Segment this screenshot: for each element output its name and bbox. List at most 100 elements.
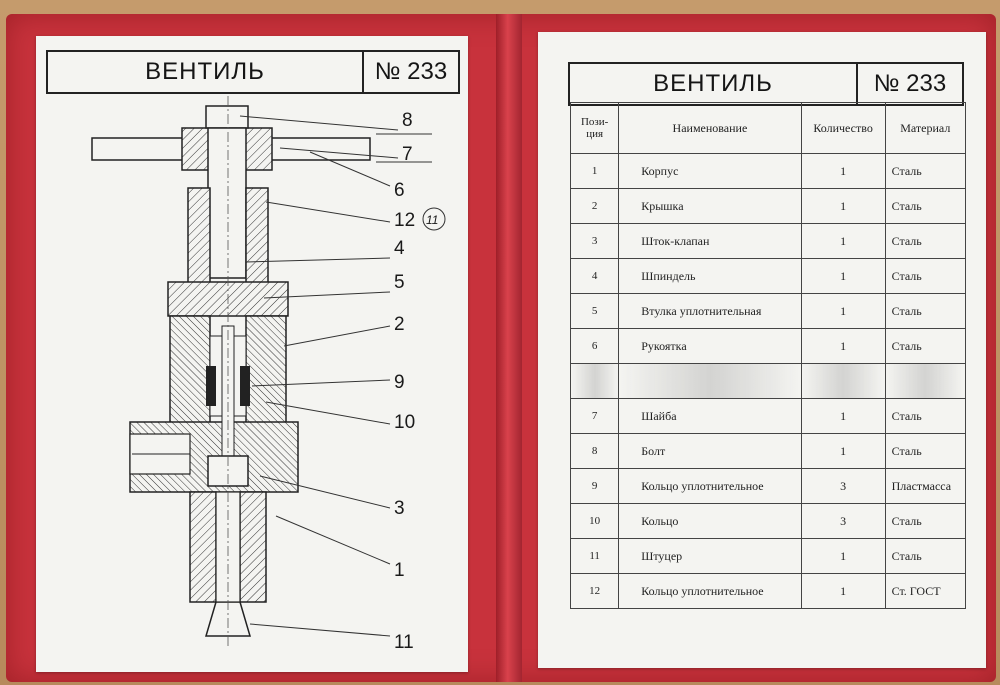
- callout-numbers: 8 7 6 12 11 4 5 2 9 10 3 1 11: [394, 110, 446, 653]
- cell-quantity: 1: [800, 398, 886, 434]
- cell-quantity: 3: [800, 503, 886, 539]
- cell-position: 3: [569, 223, 620, 259]
- cell-quantity: 3: [800, 468, 886, 504]
- cell-position: 8: [569, 433, 620, 469]
- cell-name: Рукоятка: [618, 328, 802, 364]
- cell-name: Болт: [618, 433, 802, 469]
- cell-material: Сталь: [884, 153, 967, 189]
- cell-position: 4: [569, 258, 620, 294]
- cell-material: Сталь: [884, 293, 967, 329]
- handwritten-circle: [422, 207, 446, 231]
- cell-name: Кольцо уплотнительное: [618, 573, 802, 609]
- header-name: Наименование: [618, 102, 802, 154]
- folder-spine: [496, 14, 522, 682]
- cell-name: Штуцер: [618, 538, 802, 574]
- cell-name: Крышка: [618, 188, 802, 224]
- cell-position: 6: [569, 328, 620, 364]
- cell-quantity: 1: [800, 328, 886, 364]
- cell-name: Втулка уплотнительная: [618, 293, 802, 329]
- cell-position: 9: [569, 468, 620, 504]
- callout-11: 11: [394, 632, 414, 653]
- cell-material: Сталь: [884, 503, 967, 539]
- cell-position: 10: [569, 503, 620, 539]
- callout-10: 10: [394, 412, 415, 433]
- spec-title: ВЕНТИЛЬ: [570, 64, 858, 104]
- cell-material: Сталь: [884, 328, 967, 364]
- callout-8: 8: [402, 110, 413, 131]
- bolt: [205, 105, 249, 129]
- cell-material: Сталь: [884, 538, 967, 574]
- cell-quantity: 1: [800, 153, 886, 189]
- spec-title-block: ВЕНТИЛЬ № 233: [568, 62, 964, 106]
- callout-5: 5: [394, 272, 405, 293]
- specification-card: ВЕНТИЛЬ № 233 Пози-ция Наименование Коли…: [538, 32, 986, 668]
- drawing-title: ВЕНТИЛЬ: [48, 52, 364, 92]
- valve-drawing: 8 7 6 12 11 4 5 2 9 10 3 1 11: [91, 96, 446, 653]
- drawing-title-block: ВЕНТИЛЬ № 233: [46, 50, 460, 94]
- callout-1: 1: [394, 560, 405, 581]
- header-material: Материал: [884, 102, 967, 154]
- cell-material: Сталь: [884, 398, 967, 434]
- cell-position: 1: [569, 153, 620, 189]
- cell-quantity: 1: [800, 433, 886, 469]
- cell-material: Сталь: [884, 188, 967, 224]
- header-quantity: Количество: [800, 102, 886, 154]
- cell-name: Шайба: [618, 398, 802, 434]
- cell-material: [884, 363, 967, 399]
- cell-material: Сталь: [884, 433, 967, 469]
- callout-11-handwritten: 11: [426, 213, 438, 227]
- cell-quantity: 1: [800, 258, 886, 294]
- callout-6: 6: [394, 180, 405, 201]
- drawing-number: № 233: [374, 58, 448, 85]
- cell-name: Корпус: [618, 153, 802, 189]
- spindle: [207, 127, 247, 279]
- cell-position: 5: [569, 293, 620, 329]
- cell-quantity: 1: [800, 538, 886, 574]
- callout-2: 2: [394, 314, 405, 335]
- header-position: Пози-ция: [569, 102, 620, 154]
- cell-name: Шток-клапан: [618, 223, 802, 259]
- cell-position: 2: [569, 188, 620, 224]
- cell-name: [618, 363, 802, 399]
- cell-position: 7: [569, 398, 620, 434]
- cell-quantity: [800, 363, 886, 399]
- leader-lines: [239, 115, 432, 637]
- cover: [167, 187, 289, 317]
- callout-4: 4: [394, 238, 405, 259]
- callout-9: 9: [394, 372, 405, 393]
- parts-table: Пози-ция Наименование Количество Материа…: [569, 102, 967, 609]
- cell-quantity: 1: [800, 188, 886, 224]
- cell-position: [569, 363, 620, 399]
- cell-name: Шпиндель: [618, 258, 802, 294]
- callout-3: 3: [394, 498, 405, 519]
- cell-material: Пластмасса: [884, 468, 967, 504]
- spec-number: № 233: [873, 70, 947, 97]
- table-row: [569, 363, 967, 399]
- cell-quantity: 1: [800, 573, 886, 609]
- cell-quantity: 1: [800, 293, 886, 329]
- cell-position: 11: [569, 538, 620, 574]
- cell-material: Ст. ГОСТ: [884, 573, 967, 609]
- cell-name: Кольцо уплотнительное: [618, 468, 802, 504]
- callout-7: 7: [402, 144, 413, 165]
- cell-material: Сталь: [884, 258, 967, 294]
- cell-quantity: 1: [800, 223, 886, 259]
- table-header-row: Пози-ция Наименование Количество Материа…: [569, 102, 967, 154]
- callout-12: 12: [394, 210, 415, 231]
- cell-material: Сталь: [884, 223, 967, 259]
- cell-name: Кольцо: [618, 503, 802, 539]
- cell-position: 12: [569, 573, 620, 609]
